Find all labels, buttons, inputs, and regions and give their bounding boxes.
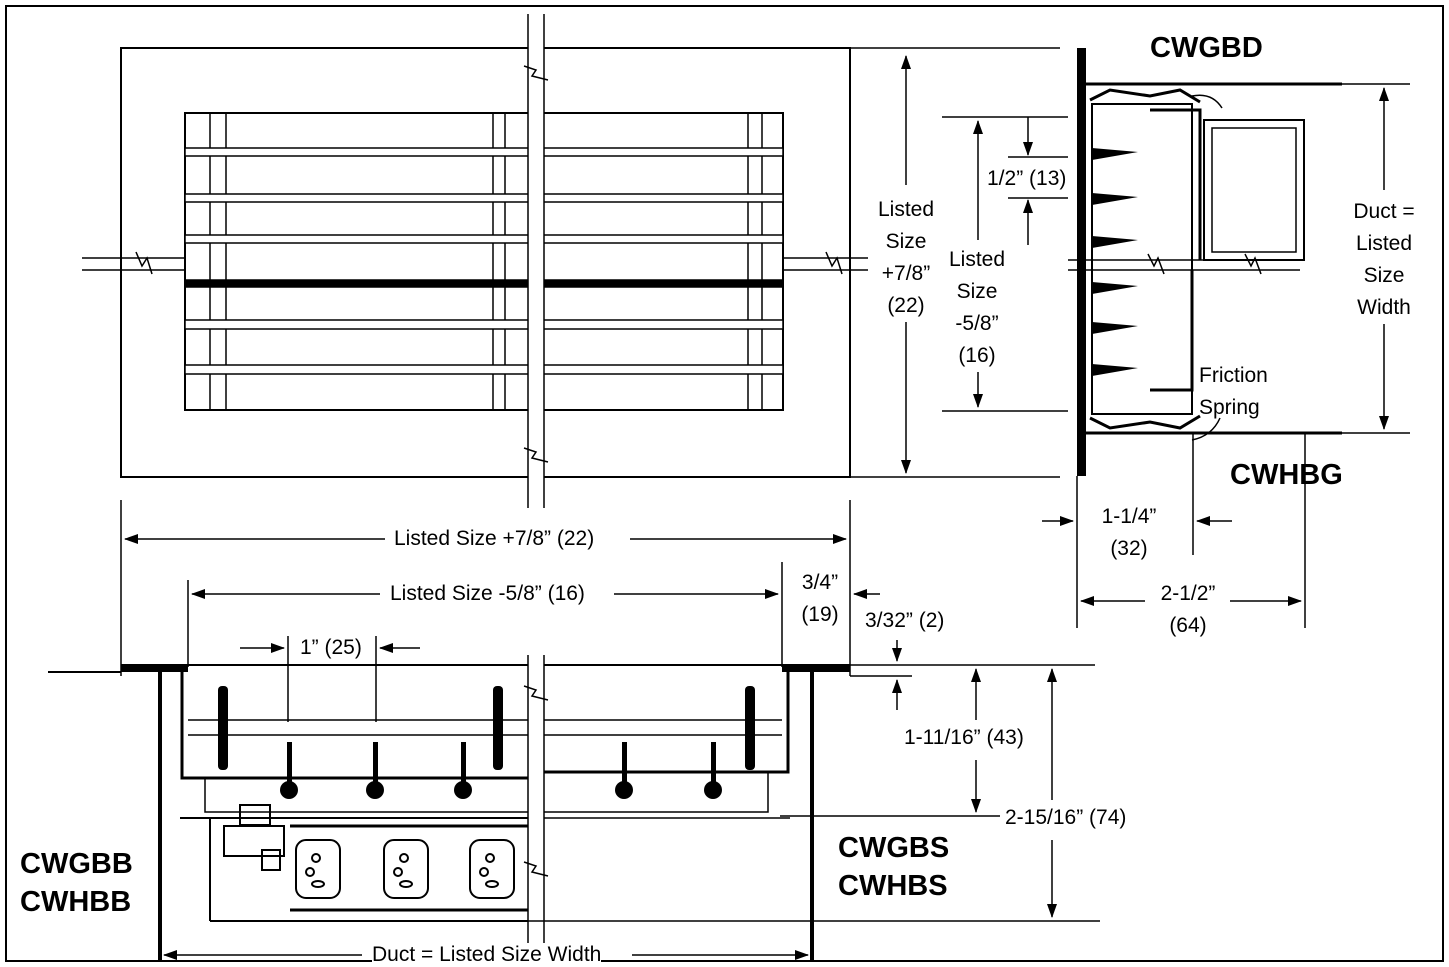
front-blades bbox=[184, 147, 784, 375]
front-height-label: Listed Size +7/8” (22) bbox=[868, 194, 944, 322]
duct-side-line-2: Listed bbox=[1355, 232, 1413, 255]
depth-1-11-16-label: 1-11/16” (43) bbox=[904, 726, 1024, 750]
front-height-line-3: +7/8” bbox=[881, 262, 931, 285]
two-half-line-2: (64) bbox=[1169, 614, 1207, 637]
three-quarter-label: 3/4” (19) bbox=[792, 567, 848, 631]
duct-side-line-1: Duct = bbox=[1353, 200, 1415, 223]
overall-width-label: Listed Size +7/8” (22) bbox=[394, 527, 595, 551]
bottom-section bbox=[48, 655, 1095, 961]
side-blade-line-4: (16) bbox=[958, 344, 996, 367]
one-quarter-line-1: 1-1/4” bbox=[1101, 505, 1157, 528]
one-inch-label: 1” (25) bbox=[300, 636, 362, 660]
side-blade-line-3: -5/8” bbox=[955, 312, 999, 335]
blade-width-label: Listed Size -5/8” (16) bbox=[390, 582, 585, 606]
side-blade-line-1: Listed bbox=[948, 248, 1006, 271]
three-32-label: 3/32” (2) bbox=[865, 609, 945, 633]
friction-spring-label: Friction Spring bbox=[1199, 360, 1268, 424]
three-quarter-line-1: 3/4” bbox=[801, 571, 839, 594]
depth-dimensions bbox=[163, 640, 1100, 960]
model-cwgbd: CWGBD bbox=[1150, 32, 1263, 64]
front-height-line-4: (22) bbox=[887, 294, 925, 317]
model-cwhbs: CWHBS bbox=[838, 870, 948, 902]
one-quarter-label: 1-1/4” (32) bbox=[1092, 501, 1166, 565]
front-core bbox=[184, 112, 784, 411]
two-half-line-1: 2-1/2” bbox=[1160, 582, 1216, 605]
duct-side-line-4: Width bbox=[1357, 296, 1411, 319]
side-blade-line-2: Size bbox=[956, 280, 998, 303]
side-blade-label: Listed Size -5/8” (16) bbox=[940, 244, 1014, 372]
duct-width-bottom-label: Duct = Listed Size Width bbox=[372, 943, 602, 967]
side-flange bbox=[1077, 48, 1086, 476]
three-quarter-line-2: (19) bbox=[801, 603, 839, 626]
two-half-label: 2-1/2” (64) bbox=[1150, 578, 1226, 642]
duct-width-side-label: Duct = Listed Size Width bbox=[1340, 196, 1428, 324]
model-cwhbb: CWHBB bbox=[20, 886, 132, 918]
half-inch-label: 1/2” (13) bbox=[987, 167, 1067, 191]
model-cwgbs: CWGBS bbox=[838, 832, 950, 864]
side-blades bbox=[1092, 148, 1138, 376]
front-height-dimension bbox=[850, 47, 1060, 478]
model-cwgbb: CWGBB bbox=[20, 848, 133, 880]
model-cwhbg: CWHBG bbox=[1230, 459, 1343, 491]
front-height-line-2: Size bbox=[885, 230, 927, 253]
width-dimensions bbox=[120, 500, 880, 722]
front-height-line-1: Listed bbox=[877, 198, 935, 221]
friction-line-1: Friction bbox=[1199, 364, 1268, 387]
duct-side-line-3: Size bbox=[1363, 264, 1405, 287]
front-view bbox=[82, 14, 870, 508]
front-frame-flange bbox=[120, 47, 851, 478]
friction-line-2: Spring bbox=[1199, 396, 1260, 419]
side-section bbox=[1068, 48, 1342, 628]
side-dimensions bbox=[942, 83, 1410, 606]
one-quarter-line-2: (32) bbox=[1110, 537, 1148, 560]
drawing-border bbox=[5, 5, 1444, 962]
depth-2-15-16-label: 2-15/16” (74) bbox=[1005, 806, 1127, 830]
